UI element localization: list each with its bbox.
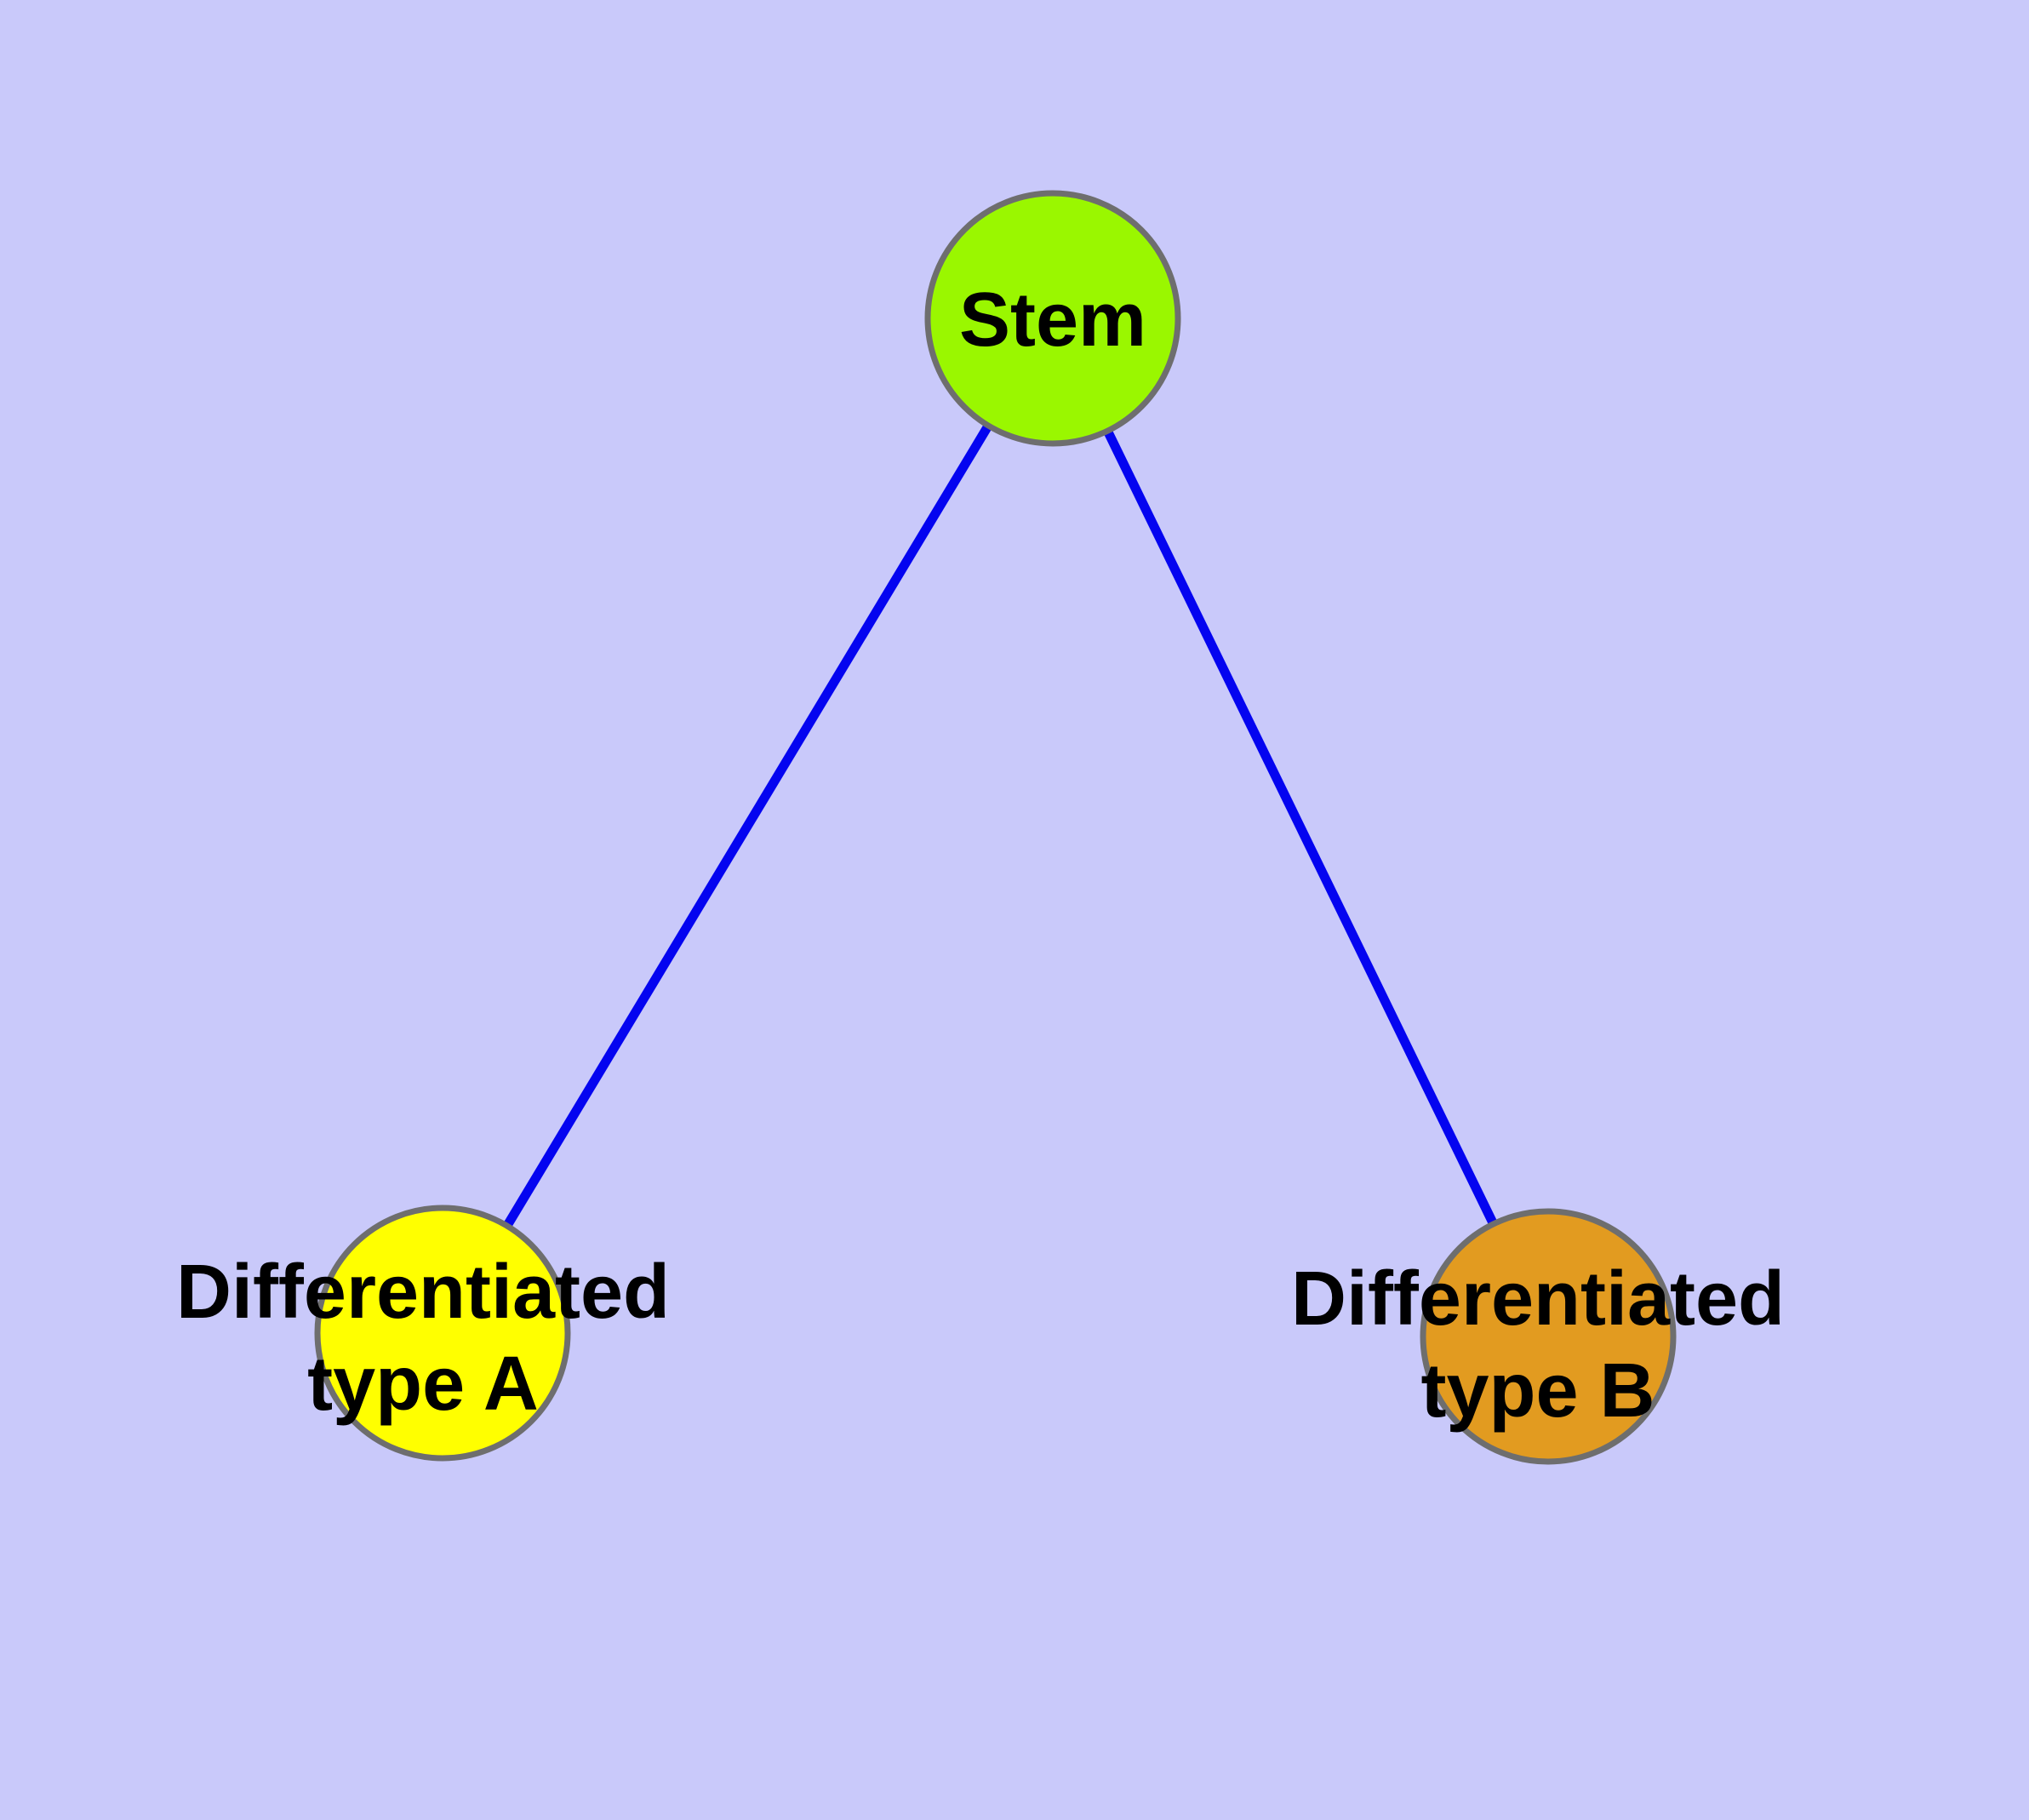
stem-node-label: Stem	[959, 278, 1146, 363]
label-group: Stem Differentiated type A Differentiate…	[176, 278, 1785, 1434]
edge-stem-to-type-b	[1049, 316, 1552, 1339]
type-a-node-circle	[314, 1205, 571, 1462]
stem-node-circle	[924, 190, 1181, 447]
type-a-node-label-line1: Differentiated	[176, 1250, 670, 1335]
edge-group	[438, 316, 1552, 1339]
node-group	[314, 190, 1677, 1465]
type-b-node-label-line2: type B	[1420, 1348, 1655, 1434]
edge-stem-to-type-a	[438, 316, 1057, 1336]
type-b-node-circle	[1420, 1208, 1677, 1465]
type-b-node-label-line1: Differentiated	[1291, 1256, 1785, 1342]
type-a-node-label-line2: type A	[307, 1342, 539, 1427]
